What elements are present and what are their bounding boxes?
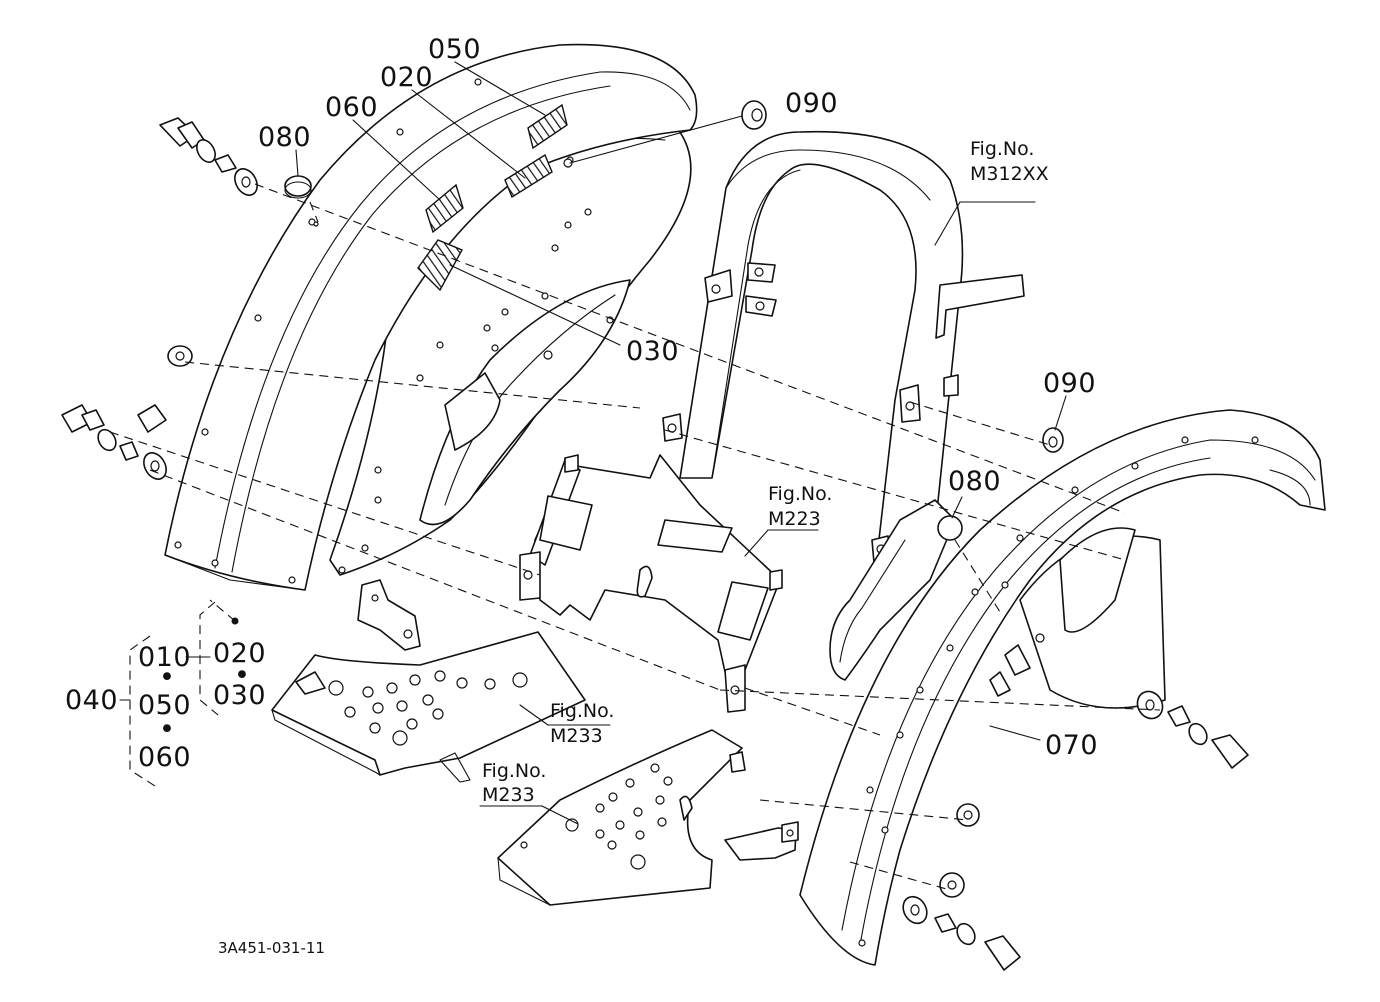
callout-020: 020 [380, 62, 433, 93]
callout-090-right: 090 [1043, 368, 1096, 399]
right-fender [799, 409, 1326, 966]
assembly-020: 020 [213, 638, 266, 669]
callout-080-right: 080 [948, 466, 1001, 497]
fig-ref-m223-number: M223 [768, 508, 821, 530]
assembly-separator-3: • [234, 660, 250, 691]
fig-ref-m233a-label: Fig.No. [550, 700, 614, 722]
assembly-separator-2: • [159, 714, 175, 745]
fig-ref-m312xx-number: M312XX [970, 163, 1049, 185]
callout-080-left: 080 [258, 122, 311, 153]
alignment-lines [109, 183, 1161, 891]
callout-090-top: 090 [785, 88, 838, 119]
fig-ref-m223-label: Fig.No. [768, 483, 832, 505]
fig-ref-m233b-number: M233 [482, 784, 535, 806]
rops-frame [662, 130, 1025, 681]
assembly-030: 030 [213, 680, 266, 711]
decal-060 [425, 183, 464, 234]
assembly-050: 050 [138, 690, 191, 721]
assembly-callouts: 040 010 050 060 • • 020 030 • [65, 638, 266, 773]
left-fender [164, 43, 698, 591]
assembly-brackets [119, 601, 239, 787]
fig-ref-m312xx-label: Fig.No. [970, 138, 1034, 160]
decal-050 [527, 103, 568, 150]
assembly-010: 010 [138, 642, 191, 673]
hardware [61, 100, 1249, 971]
fig-ref-m233b-label: Fig.No. [482, 760, 546, 782]
fig-ref-m233a-number: M233 [550, 725, 603, 747]
drawing-code: 3A451-031-11 [218, 939, 325, 957]
assembly-060: 060 [138, 742, 191, 773]
callout-labels: 050 020 060 080 090 030 090 080 070 [258, 34, 1098, 761]
callout-050: 050 [428, 34, 481, 65]
leader-lines [209, 61, 1067, 825]
callout-060: 060 [325, 92, 378, 123]
callout-070: 070 [1045, 730, 1098, 761]
assembly-040: 040 [65, 685, 118, 716]
decal-030 [417, 239, 463, 292]
callout-030: 030 [626, 336, 679, 367]
step-plates [271, 631, 746, 906]
assembly-separator-1: • [159, 662, 175, 693]
cross-member [519, 454, 783, 713]
figure-references: Fig.No. M312XX Fig.No. M223 Fig.No. M233… [482, 138, 1049, 806]
brackets [357, 579, 799, 861]
decal-020 [504, 153, 553, 199]
